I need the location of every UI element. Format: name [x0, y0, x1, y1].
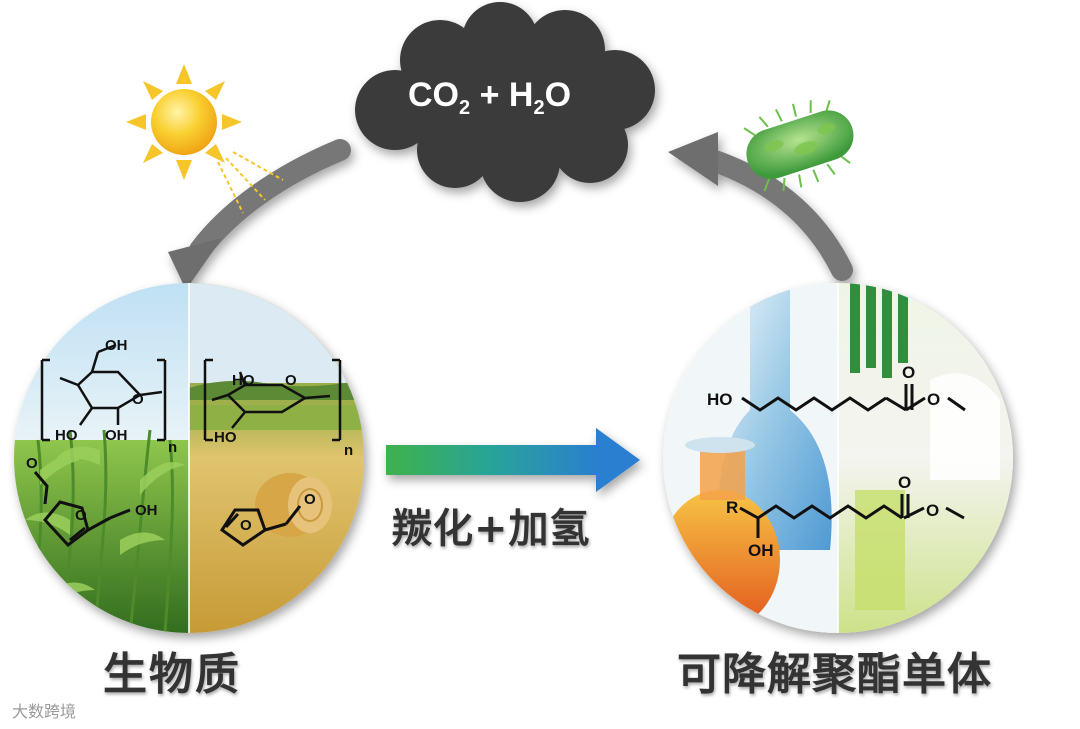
arrow-icon: [168, 150, 340, 290]
chem-oh: OH: [135, 502, 158, 519]
chem-ho: HO: [232, 372, 255, 389]
chem-oh: OH: [105, 427, 128, 444]
chem-o: O: [927, 390, 940, 409]
monomer-label: 可降解聚酯单体: [677, 638, 992, 702]
chem-o: O: [285, 372, 297, 389]
cloud-formula: CO2 + H2O: [408, 76, 571, 120]
chem-ho: HO: [214, 429, 237, 446]
chem-o: O: [132, 391, 144, 408]
chem-oh: OH: [748, 541, 774, 560]
chem-o: O: [926, 501, 939, 520]
chem-o: O: [902, 363, 915, 382]
chem-o: O: [75, 507, 87, 524]
arrow-icon: [386, 428, 640, 492]
process-label: 羰化+加氢: [392, 496, 591, 554]
chem-o: O: [26, 455, 38, 472]
chem-n: n: [168, 439, 177, 456]
chem-ho: HO: [55, 427, 78, 444]
chem-o: O: [240, 517, 252, 534]
chem-o: O: [898, 473, 911, 492]
biomass-label: 生物质: [103, 638, 241, 702]
polyester-circle: [660, 283, 1013, 633]
chem-ho: HO: [707, 390, 733, 409]
watermark: 大数跨境: [12, 698, 76, 722]
biomass-circle: [14, 283, 364, 640]
chem-oh: OH: [105, 337, 128, 354]
chem-r: R: [726, 498, 738, 517]
chem-o: O: [304, 491, 316, 508]
chem-n: n: [344, 442, 353, 459]
hay-bale-icon: [255, 473, 332, 537]
